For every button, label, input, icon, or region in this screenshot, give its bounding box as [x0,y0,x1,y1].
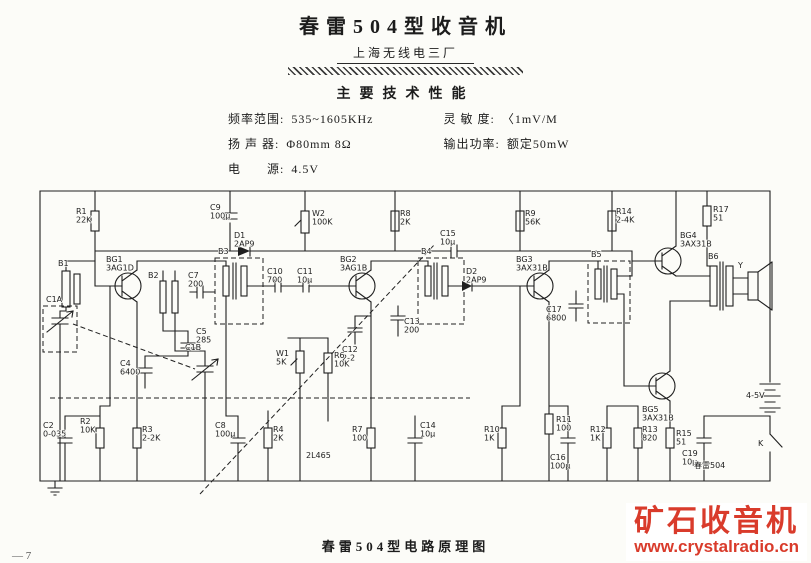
manufacturer-name: 上海无线电三厂 [336,44,474,64]
page-title: 春雷504型收音机 [299,16,512,38]
spec-value: 额定50mW [506,137,570,151]
component-label: K [758,439,764,448]
spec-item: 输出功率: 额定50mW [444,135,570,152]
specs-heading: 主要技术性能 [336,87,475,102]
spec-item: 灵 敏 度: 〈1mV/M [444,110,570,127]
component-label: Y [737,261,743,270]
wiring [39,190,783,496]
component-label: 4-5V [746,391,765,400]
transformer-symbols [61,265,759,314]
figure-caption: 春雷504型电路原理图 [321,539,490,554]
resistor-symbols [90,205,712,449]
dashed-outlines [42,243,631,495]
spec-value: 535~1605KHz [291,112,374,126]
component-label: C1B [185,343,201,352]
component-label: B1 [58,259,69,268]
watermark: 矿石收音机 www.crystalradio.cn [626,502,807,561]
component-label: 2L465 [306,451,331,460]
spec-value: Φ80mm 8Ω [286,137,352,151]
spec-item: 频率范围: 535~1605KHz [228,110,374,127]
spec-value: 〈1mV/M [501,112,558,126]
component-label: 春雷504 [694,460,725,470]
spec-label: 频率范围: [228,112,285,126]
watermark-site-url: www.crystalradio.cn [634,537,799,556]
page-number: — 7 [12,550,32,562]
component-label: B6 [708,252,719,261]
spec-label: 扬 声 器: [228,137,280,151]
spec-label: 输出功率: [443,137,500,151]
component-label: B4 [421,247,432,256]
spec-item: 扬 声 器: Φ80mm 8Ω [228,135,374,152]
component-label: B2 [148,271,159,280]
transistor-symbols [114,247,682,400]
spec-label: 灵 敏 度: [443,112,495,126]
spec-label: 电 源: [228,162,285,176]
component-label: C1A [46,295,63,304]
spec-value: 4.5V [291,162,320,176]
component-label: B3 [218,247,229,256]
manufacturer-block: 上海无线电三厂 [0,44,811,75]
watermark-site-name: 矿石收音机 [634,504,799,538]
spec-item: 电 源: 4.5V [228,160,374,177]
hatched-divider [288,67,523,75]
component-label: B5 [591,250,602,259]
